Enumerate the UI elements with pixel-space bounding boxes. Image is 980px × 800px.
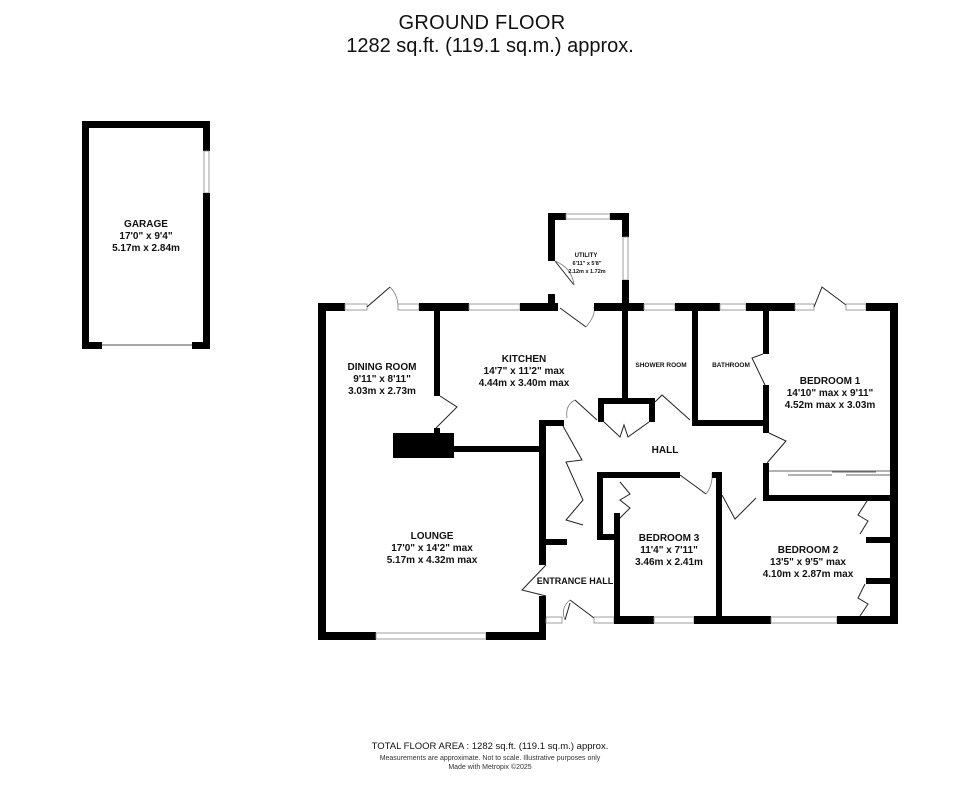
svg-text:4.44m x 3.40m max: 4.44m x 3.40m max [479, 378, 570, 389]
svg-text:3.46m x 2.41m: 3.46m x 2.41m [635, 557, 703, 568]
svg-text:9'11" x 8'11": 9'11" x 8'11" [353, 374, 411, 385]
svg-text:3.03m x 2.73m: 3.03m x 2.73m [348, 386, 416, 397]
svg-text:14'7" x 11'2" max: 14'7" x 11'2" max [484, 366, 565, 377]
svg-text:GARAGE: GARAGE [124, 219, 168, 230]
svg-text:11'4" x 7'11": 11'4" x 7'11" [640, 545, 698, 556]
garage-window [203, 150, 210, 194]
svg-text:17'0" x 14'2" max: 17'0" x 14'2" max [391, 543, 473, 554]
svg-text:5.17m x 4.32m max: 5.17m x 4.32m max [387, 555, 478, 566]
room-label-garage: GARAGE 17'0" x 9'4" 5.17m x 2.84m [112, 219, 180, 254]
svg-text:UTILITY: UTILITY [575, 253, 598, 259]
room-label-entrance-hall: ENTRANCE HALL [537, 576, 614, 586]
interior-walls [393, 303, 898, 624]
svg-text:BEDROOM 3: BEDROOM 3 [639, 533, 700, 544]
disclaimer: Measurements are approximate. Not to sca… [379, 755, 601, 762]
svg-text:BEDROOM 1: BEDROOM 1 [800, 376, 861, 387]
room-label-kitchen: KITCHEN 14'7" x 11'2" max 4.44m x 3.40m … [479, 354, 570, 389]
floor-title: GROUND FLOOR [398, 12, 566, 34]
house-walls [318, 286, 898, 640]
room-label-lounge: LOUNGE 17'0" x 14'2" max 5.17m x 4.32m m… [387, 531, 478, 566]
svg-text:5.17m x 2.84m: 5.17m x 2.84m [112, 243, 180, 254]
svg-text:13'5" x 9'5" max: 13'5" x 9'5" max [770, 557, 846, 568]
room-label-bedroom-2: BEDROOM 2 13'5" x 9'5" max 4.10m x 2.87m… [763, 545, 854, 580]
floor-area-subtitle: 1282 sq.ft. (119.1 sq.m.) approx. [346, 35, 634, 57]
svg-text:KITCHEN: KITCHEN [502, 354, 546, 365]
room-label-shower-room: SHOWER ROOM [635, 362, 686, 369]
utility-structure [548, 213, 629, 305]
svg-text:HALL: HALL [652, 445, 679, 456]
room-label-hall: HALL [652, 445, 679, 456]
room-label-bedroom-1: BEDROOM 1 14'10" max x 9'11" 4.52m max x… [785, 376, 876, 411]
svg-text:BATHROOM: BATHROOM [712, 362, 750, 369]
svg-text:14'10" max x 9'11": 14'10" max x 9'11" [787, 388, 874, 399]
svg-text:4.10m x 2.87m max: 4.10m x 2.87m max [763, 569, 854, 580]
chimney-breast [393, 433, 454, 458]
room-label-utility: UTILITY 6'11" x 5'8" 2.12m x 1.72m [568, 253, 605, 275]
room-label-bathroom: BATHROOM [712, 362, 750, 369]
svg-text:17'0" x 9'4": 17'0" x 9'4" [119, 231, 172, 242]
svg-text:6'11" x 5'8": 6'11" x 5'8" [573, 261, 602, 267]
room-label-bedroom-3: BEDROOM 3 11'4" x 7'11" 3.46m x 2.41m [635, 533, 703, 568]
svg-text:4.52m max x 3.03m: 4.52m max x 3.03m [785, 400, 876, 411]
svg-text:DINING ROOM: DINING ROOM [348, 362, 417, 373]
svg-text:LOUNGE: LOUNGE [411, 531, 454, 542]
credit: Made with Metropix ©2025 [448, 764, 532, 771]
svg-text:2.12m x 1.72m: 2.12m x 1.72m [568, 269, 605, 275]
svg-text:SHOWER ROOM: SHOWER ROOM [635, 362, 686, 369]
total-floor-area: TOTAL FLOOR AREA : 1282 sq.ft. (119.1 sq… [371, 741, 609, 752]
svg-text:BEDROOM 2: BEDROOM 2 [778, 545, 839, 556]
svg-text:ENTRANCE HALL: ENTRANCE HALL [537, 576, 614, 586]
garage-structure [82, 121, 210, 349]
room-label-dining-room: DINING ROOM 9'11" x 8'11" 3.03m x 2.73m [348, 362, 417, 397]
